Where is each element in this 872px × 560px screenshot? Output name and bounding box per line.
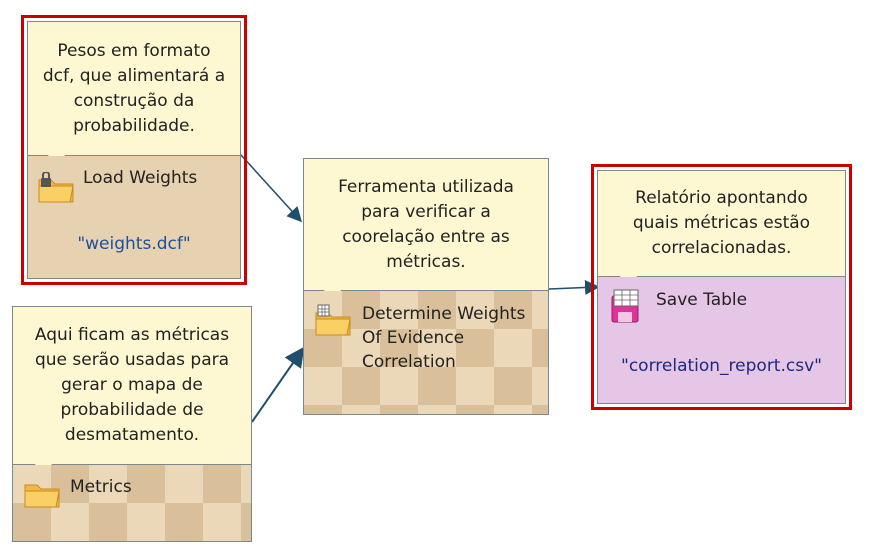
metrics-note-text: Aqui ficam as métricas que serão usadas … [34,325,230,445]
load-weights-node[interactable]: Pesos em formato dcf, que alimentará a c… [21,15,247,285]
connector-determine-to-save-table [548,280,600,295]
load-weights-filename: "weights.dcf" [77,234,191,254]
metrics-note: Aqui ficam as métricas que serão usadas … [13,307,251,465]
save-table-filename: "correlation_report.csv" [621,356,822,376]
determine-weights-body [304,291,548,414]
save-table-note: Relatório apontando quais métricas estão… [598,171,845,277]
determine-weights-node[interactable]: Ferramenta utilizada para verificar a co… [303,158,549,415]
load-weights-title: Load Weights [83,168,198,188]
load-weights-body [28,156,240,278]
folder-icon [23,477,63,513]
determine-weights-note: Ferramenta utilizada para verificar a co… [304,159,548,291]
metrics-title: Metrics [70,477,132,497]
determine-weights-title: Determine Weights Of Evidence Correlatio… [362,304,526,372]
save-table-note-text: Relatório apontando quais métricas estão… [632,188,811,258]
folder-table-icon [314,303,354,341]
connector-metrics-to-determine [251,346,305,423]
save-table-node[interactable]: Relatório apontando quais métricas estão… [591,164,852,410]
save-table-icon [610,288,650,328]
save-table-body [598,277,845,403]
connector-load-weights-to-determine [240,154,303,223]
save-table-title: Save Table [656,290,748,310]
load-weights-note: Pesos em formato dcf, que alimentará a c… [28,22,240,156]
folder-lock-icon [37,171,77,208]
load-weights-note-text: Pesos em formato dcf, que alimentará a c… [42,40,226,136]
metrics-node[interactable]: Aqui ficam as métricas que serão usadas … [12,306,252,542]
determine-weights-note-text: Ferramenta utilizada para verificar a co… [338,176,514,272]
